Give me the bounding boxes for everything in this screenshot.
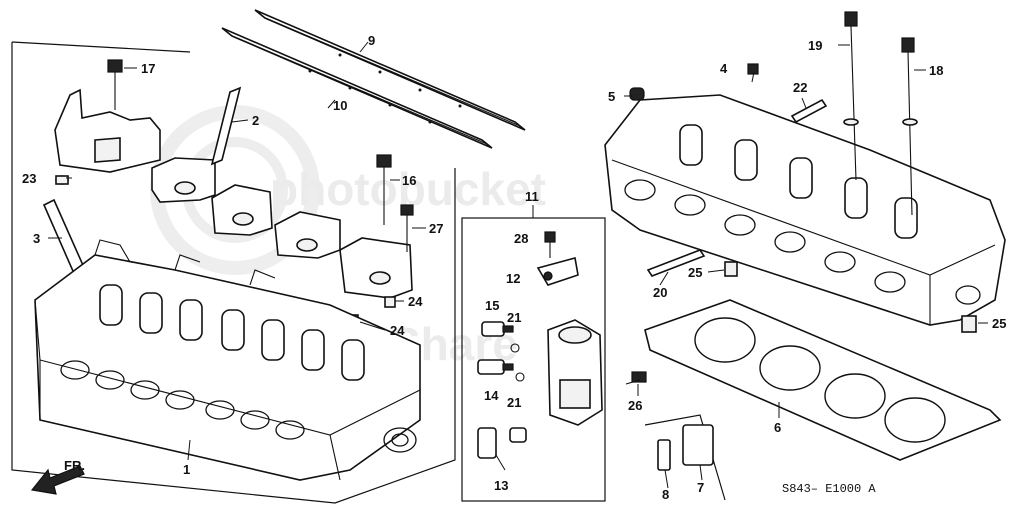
callout-7: 7 <box>697 480 704 495</box>
callout-leaders <box>48 41 988 461</box>
callout-24a: 24 <box>408 294 423 309</box>
callout-26: 26 <box>628 398 642 413</box>
callout-4: 4 <box>720 61 728 76</box>
callout-27: 27 <box>429 221 443 236</box>
head-bolts-right <box>625 11 977 385</box>
head-bolts-left <box>42 59 414 326</box>
callout-12: 12 <box>506 271 520 286</box>
cylinder-head-left <box>34 239 421 481</box>
callout-19: 19 <box>808 38 822 53</box>
callout-23: 23 <box>22 171 36 186</box>
direction-label: FR. <box>64 458 85 473</box>
callout-25b: 25 <box>992 316 1006 331</box>
callout-20: 20 <box>653 285 667 300</box>
spool-valve-box <box>461 205 606 502</box>
callout-9: 9 <box>368 33 375 48</box>
callout-22: 22 <box>793 80 807 95</box>
callout-25a: 25 <box>688 265 702 280</box>
callout-21b: 21 <box>507 395 521 410</box>
callout-28: 28 <box>514 231 528 246</box>
callout-21a: 21 <box>507 310 521 325</box>
spool-valve-parts <box>477 231 603 471</box>
callout-1: 1 <box>183 462 190 477</box>
callout-18: 18 <box>929 63 943 78</box>
callout-14: 14 <box>484 388 499 403</box>
callout-13: 13 <box>494 478 508 493</box>
front-direction-arrow: FR. <box>30 458 85 495</box>
callout-16: 16 <box>402 173 416 188</box>
callout-15: 15 <box>485 298 499 313</box>
callout-labels: 1 2 3 4 5 6 7 8 9 10 11 12 13 14 15 16 1… <box>22 33 1006 502</box>
callout-5: 5 <box>608 89 615 104</box>
gasket-kit <box>644 414 726 501</box>
left-head-frame <box>11 41 456 504</box>
head-gasket <box>644 299 1002 461</box>
rocker-shafts <box>221 9 526 149</box>
callout-11: 11 <box>525 189 539 204</box>
rocker-holders <box>54 88 413 299</box>
callout-3: 3 <box>33 231 40 246</box>
callout-8: 8 <box>662 487 669 502</box>
callout-17: 17 <box>141 61 155 76</box>
callout-24b: 24 <box>390 323 405 338</box>
callout-10: 10 <box>333 98 347 113</box>
callout-6: 6 <box>774 420 781 435</box>
callout-2: 2 <box>252 113 259 128</box>
diagram-reference-code: S843– E1000 A <box>782 482 876 496</box>
